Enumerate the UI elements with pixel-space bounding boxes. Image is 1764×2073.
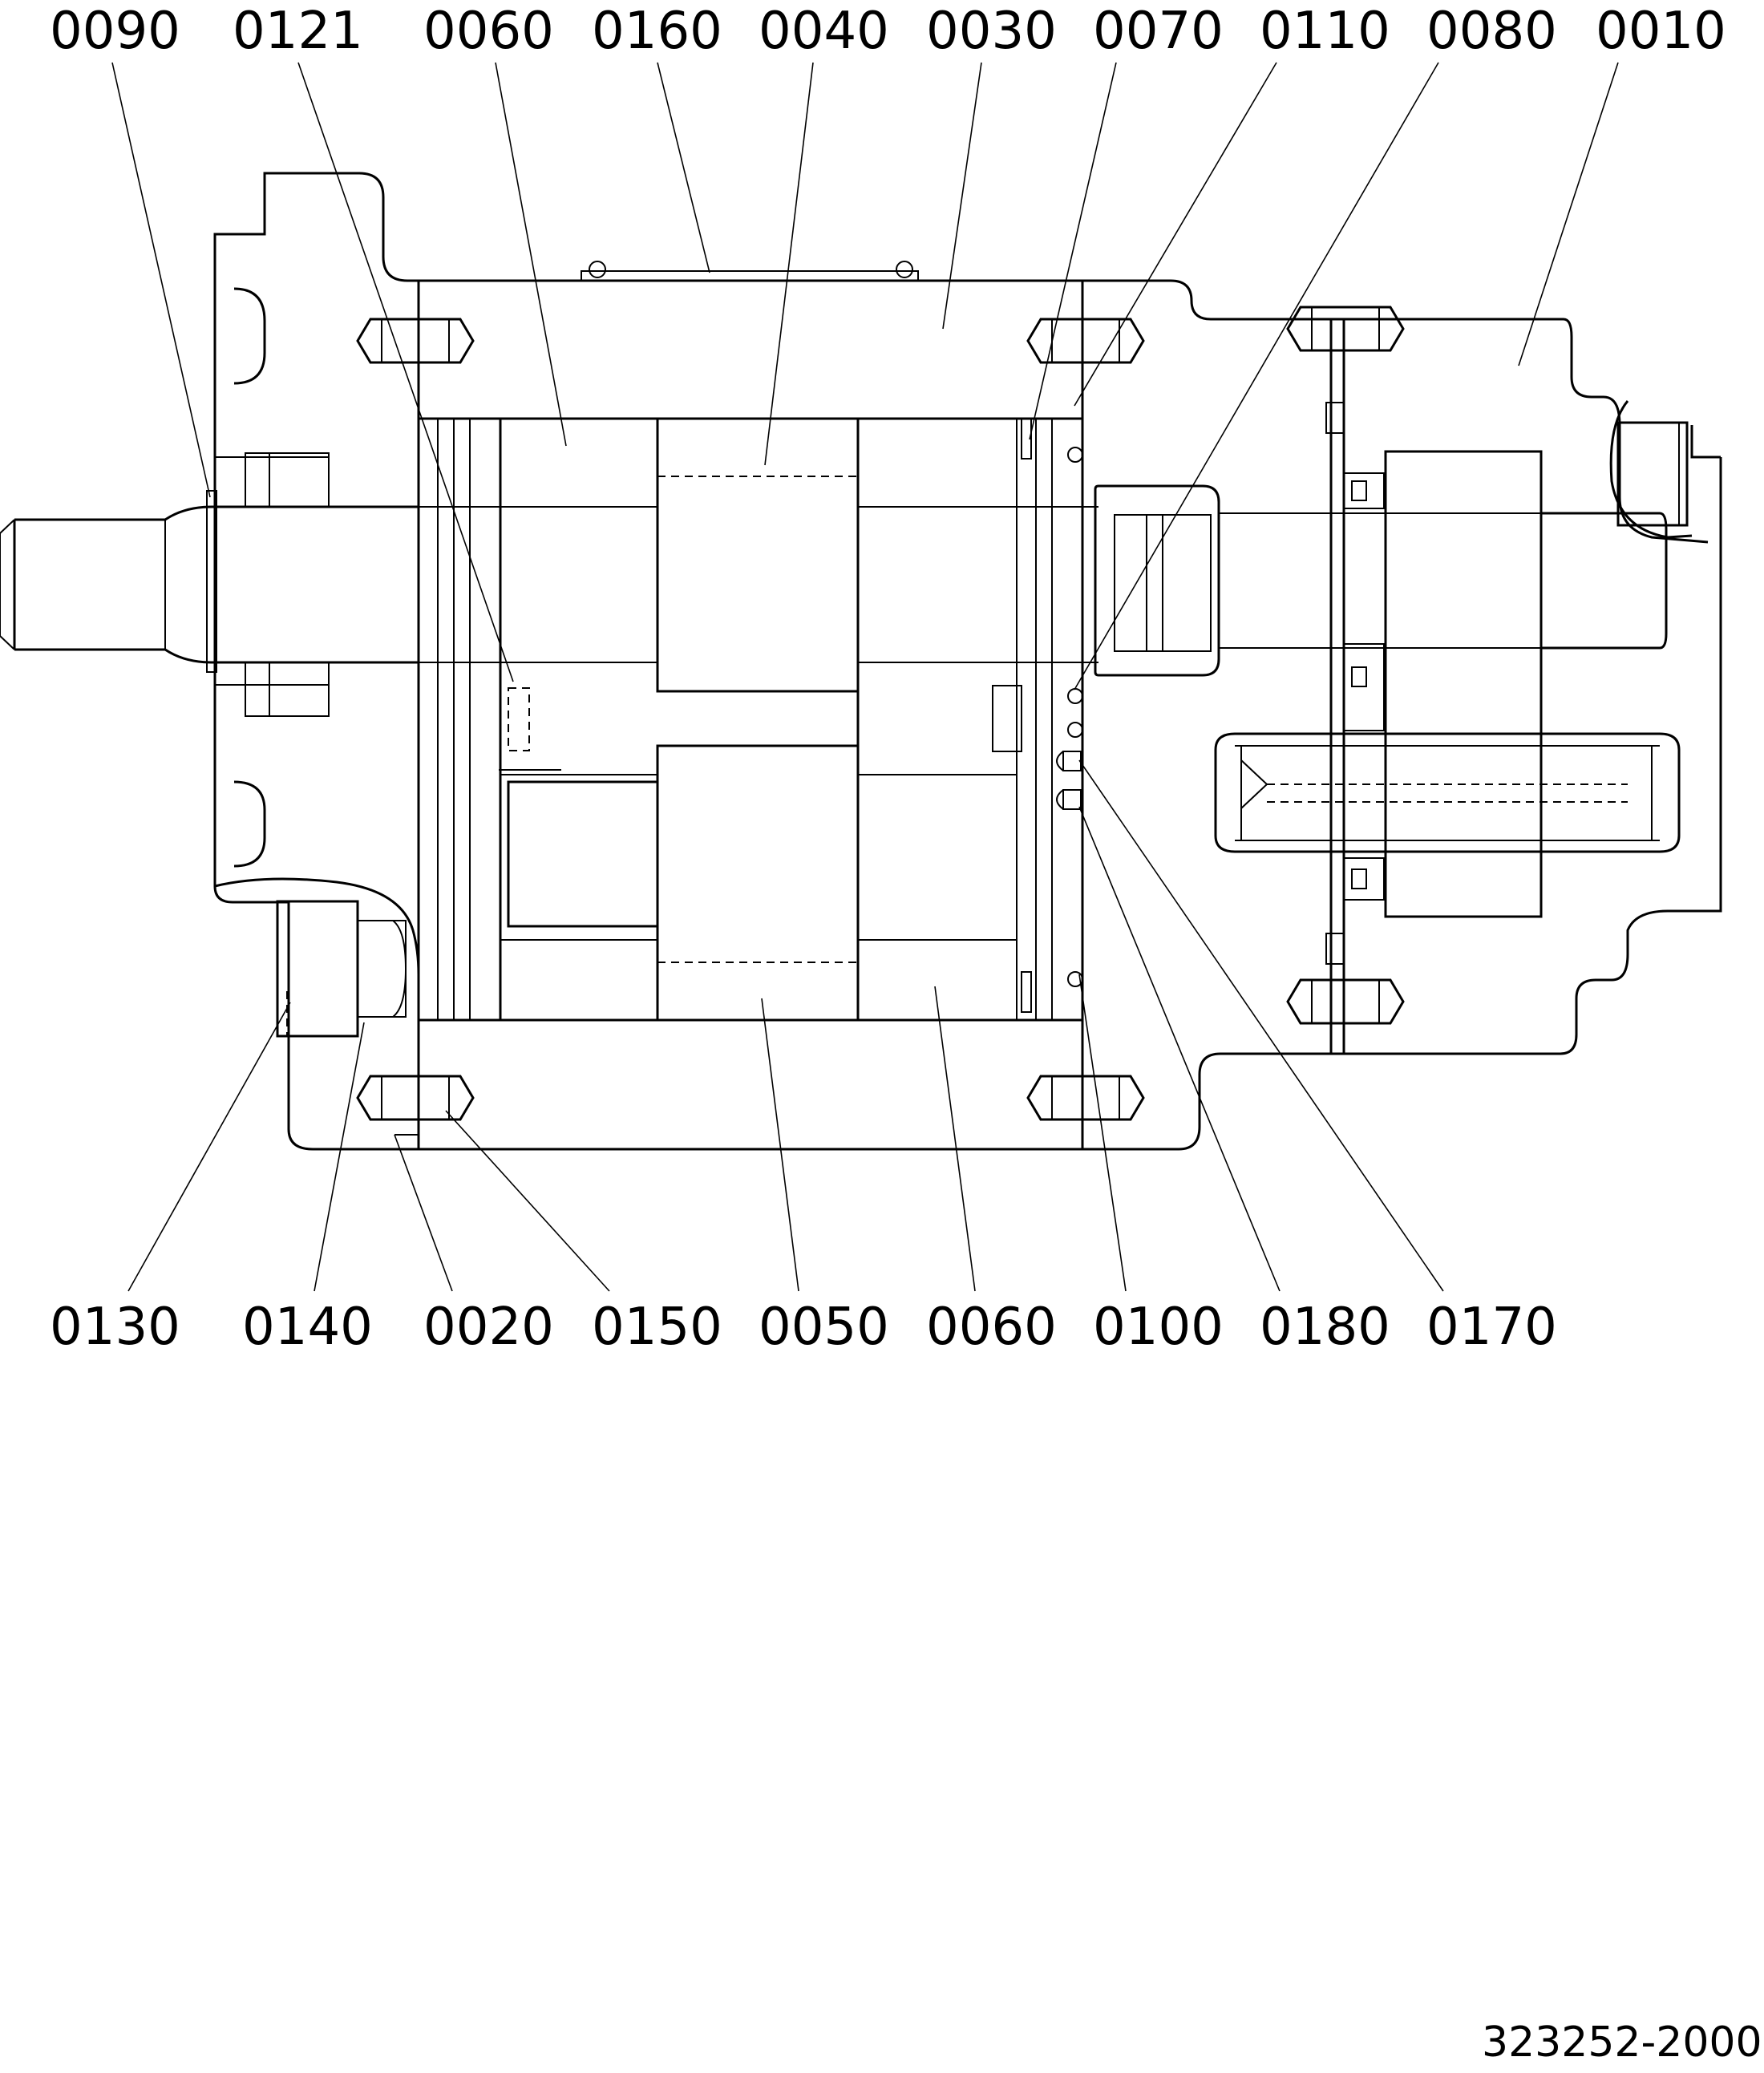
label-0180-bottom: 0180 (1260, 1298, 1390, 1357)
bottom-label-row: 0130 0140 0020 0150 0050 0060 0100 0180 … (50, 1298, 1557, 1357)
top-label-row: 0090 0121 0060 0160 0040 0030 0070 0110 … (50, 2, 1726, 61)
gear-housing (287, 261, 1344, 1151)
label-0030-top: 0030 (926, 2, 1057, 61)
rear-pump-body (1214, 306, 1722, 1055)
label-0080-top: 0080 (1426, 2, 1557, 61)
label-0140-bottom: 0140 (242, 1298, 373, 1357)
label-0060-bottom: 0060 (926, 1298, 1057, 1357)
label-0010-top: 0010 (1596, 2, 1726, 61)
gear-set (417, 417, 1084, 1022)
label-0060-top: 0060 (423, 2, 554, 61)
label-0070-top: 0070 (1093, 2, 1224, 61)
label-0121-top: 0121 (233, 2, 363, 61)
drive-shaft (0, 452, 1098, 717)
label-0160-top: 0160 (592, 2, 722, 61)
label-0020-bottom: 0020 (423, 1298, 554, 1357)
label-0050-bottom: 0050 (759, 1298, 889, 1357)
coupling (1094, 484, 1220, 677)
label-0130-bottom: 0130 (50, 1298, 180, 1357)
label-0090-top: 0090 (50, 2, 180, 61)
mounting-flange (213, 172, 420, 1052)
label-0150-bottom: 0150 (592, 1298, 722, 1357)
label-0110-top: 0110 (1260, 2, 1390, 61)
drawing-number: 323252-20000 (1482, 2018, 1764, 2067)
label-0170-bottom: 0170 (1426, 1298, 1557, 1357)
label-0100-bottom: 0100 (1093, 1298, 1224, 1357)
label-0040-top: 0040 (759, 2, 889, 61)
leader-lines (111, 62, 1619, 1292)
bolt-assembly (276, 900, 407, 1038)
